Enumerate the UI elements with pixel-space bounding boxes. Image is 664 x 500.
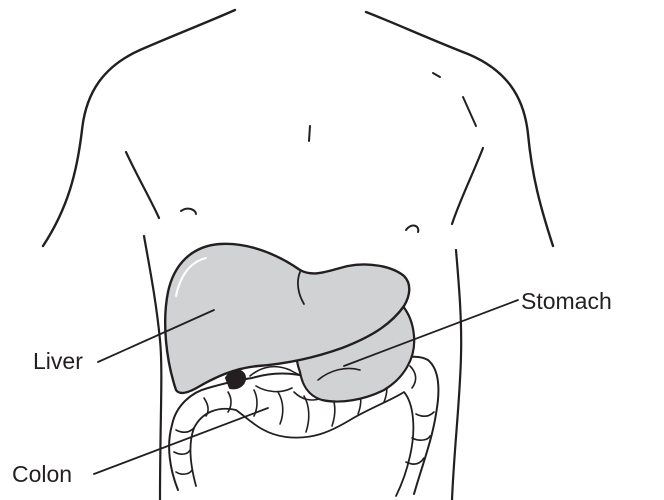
torso-left-outline	[43, 10, 235, 246]
chest-mark-left	[181, 209, 196, 214]
pectoral-mark-right	[463, 97, 476, 126]
sternum-mark	[309, 126, 310, 141]
colon-leader-line	[94, 408, 268, 474]
colon-label: Colon	[12, 463, 72, 486]
stomach-label: Stomach	[521, 290, 612, 313]
torso-right-waist	[452, 250, 461, 500]
torso-right-outline	[366, 12, 553, 246]
liver-label: Liver	[33, 350, 83, 373]
torso-left-flank	[126, 152, 159, 218]
colon-inner-edge	[190, 392, 413, 496]
torso-right-flank	[452, 148, 483, 224]
shoulder-mark	[433, 73, 440, 77]
torso-left-waist	[144, 236, 161, 500]
chest-mark-right	[406, 226, 418, 232]
